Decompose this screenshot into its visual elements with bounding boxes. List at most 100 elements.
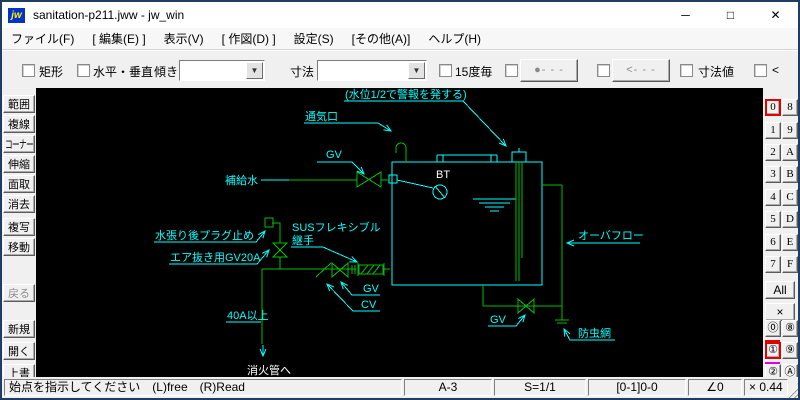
label-supply-water: 補給水 <box>225 173 258 187</box>
slope-label: 傾き <box>154 65 179 79</box>
layer-button-C[interactable]: C <box>782 189 798 206</box>
layer-button-B[interactable]: B <box>782 166 798 183</box>
plug <box>264 217 274 228</box>
gate-valve-outlet <box>331 261 349 279</box>
menu-file[interactable]: ファイル(F) <box>11 32 75 46</box>
status-zoom[interactable]: × 0.44 <box>744 379 788 396</box>
label-flex-joint-2: 継手 <box>292 233 314 247</box>
label-gv-supply: GV <box>326 149 343 161</box>
minimize-button[interactable]: ─ <box>681 8 690 22</box>
gate-valve-supply <box>356 171 382 188</box>
label-ball-tap: BT <box>436 169 450 181</box>
every15deg-label: 15度毎 <box>455 65 493 79</box>
label-cv: CV <box>361 299 377 311</box>
layer-button-2[interactable]: 2 <box>765 144 781 161</box>
dimension-label: 寸法 <box>290 65 315 79</box>
lt-label: < <box>772 63 780 77</box>
menu-settings[interactable]: 設定(S) <box>293 32 334 46</box>
layer-button-9[interactable]: 9 <box>782 122 798 139</box>
tool-new-button[interactable]: 新規 <box>3 320 35 338</box>
label-plug-note: 水張り後プラグ止め <box>155 228 254 242</box>
layer-button-D[interactable]: D <box>782 211 798 228</box>
label-gv-drain: GV <box>490 314 507 326</box>
status-paper-size[interactable]: A-3 <box>404 379 492 396</box>
layer-button-5[interactable]: 5 <box>765 211 781 228</box>
status-angle[interactable]: ∠0 <box>688 379 742 396</box>
rectangle-checkbox[interactable] <box>22 64 35 77</box>
option-toolbar: 矩形 水平・垂直 傾き ▼ 寸法 ▼ 15度毎 ●- - - <- - - 寸法… <box>2 50 798 88</box>
layer-button-0[interactable]: 0 <box>765 99 781 116</box>
arrow-line-button[interactable]: <- - - <box>612 59 670 82</box>
group-button-0[interactable]: ⓪ <box>765 320 781 337</box>
group-button-2[interactable]: ② <box>765 364 781 381</box>
group-button-1[interactable]: ① <box>765 342 781 359</box>
dot-line-button[interactable]: ●- - - <box>520 59 578 82</box>
tool-move-button[interactable]: 移動 <box>3 238 35 256</box>
dimension-dropdown[interactable]: ▼ <box>317 60 427 81</box>
every15deg-checkbox[interactable] <box>439 64 452 77</box>
level-electrodes <box>515 162 523 281</box>
layer-button-3[interactable]: 3 <box>765 166 781 183</box>
tool-erase-button[interactable]: 消去 <box>3 195 35 213</box>
dimvalue-checkbox[interactable] <box>680 64 693 77</box>
window-title: sanitation-p211.jww - jw_win <box>33 8 185 22</box>
water-tank-outline <box>388 148 543 286</box>
arrow-line-checkbox[interactable] <box>597 64 610 77</box>
layer-all-button[interactable]: All <box>765 281 795 299</box>
dimvalue-label: 寸法値 <box>698 65 735 79</box>
tool-stretch-button[interactable]: 伸縮 <box>3 155 35 173</box>
menu-view[interactable]: 表示(V) <box>163 32 204 46</box>
resize-grip[interactable] <box>787 383 798 398</box>
layer-button-6[interactable]: 6 <box>765 234 781 251</box>
ball-tap-float <box>432 184 448 200</box>
layer-button-F[interactable]: F <box>782 256 798 273</box>
label-flex-joint-1: SUSフレキシブル <box>292 220 381 234</box>
drain-pipe <box>482 285 562 307</box>
alarm-box <box>511 151 527 163</box>
check-valve <box>315 262 332 278</box>
status-message: 始点を指示してください (L)free (R)Read <box>4 379 402 396</box>
chevron-down-icon[interactable]: ▼ <box>246 62 263 79</box>
menu-other[interactable]: [その他(A)] <box>351 32 411 46</box>
tool-undo-button[interactable]: 戻る <box>3 284 35 302</box>
tool-copy-button[interactable]: 複写 <box>3 218 35 236</box>
gate-valve-drain <box>517 297 535 315</box>
close-button[interactable]: ✕ <box>770 8 781 22</box>
menu-edit[interactable]: [ 編集(E) ] <box>92 32 146 46</box>
tool-open-button[interactable]: 開く <box>3 342 35 360</box>
label-pipe-size: 40A以上 <box>227 309 269 322</box>
layer-button-7[interactable]: 7 <box>765 256 781 273</box>
layer-none-button[interactable]: × <box>765 303 795 321</box>
slope-dropdown[interactable]: ▼ <box>179 60 265 81</box>
rectangle-label: 矩形 <box>39 65 64 79</box>
group-button-9[interactable]: ⑨ <box>782 342 798 359</box>
tool-chamfer-button[interactable]: 面取 <box>3 175 35 193</box>
lt-checkbox[interactable] <box>754 64 767 77</box>
dot-line-checkbox[interactable] <box>505 64 518 77</box>
chevron-down-icon[interactable]: ▼ <box>408 62 425 79</box>
cad-canvas[interactable]: (水位1/2で警報を発する) 通気口 GV 補給水 BT SUSフレキシブル 継… <box>36 88 763 377</box>
layer-button-8[interactable]: 8 <box>782 99 798 116</box>
layer-button-A[interactable]: A <box>782 144 798 161</box>
tool-corner-button[interactable]: コーナー <box>3 135 35 153</box>
status-scale[interactable]: S=1/1 <box>494 379 586 396</box>
tool-parallel-button[interactable]: 複線 <box>3 115 35 133</box>
menu-help[interactable]: ヘルプ(H) <box>428 32 482 46</box>
status-layer[interactable]: [0-1]0-0 <box>588 379 686 396</box>
layer-button-4[interactable]: 4 <box>765 189 781 206</box>
group-marker-magenta <box>765 362 780 364</box>
horizvert-checkbox[interactable] <box>77 64 90 77</box>
flexible-joint <box>358 264 384 275</box>
manhole <box>436 154 498 162</box>
title-bar: jw sanitation-p211.jww - jw_win ─ □ ✕ <box>2 2 798 28</box>
maximize-button[interactable]: □ <box>726 8 735 22</box>
menu-bar: ファイル(F) [ 編集(E) ] 表示(V) [ 作図(D) ] 設定(S) … <box>2 28 798 50</box>
horizvert-label: 水平・垂直 <box>93 65 154 79</box>
layer-button-E[interactable]: E <box>782 234 798 251</box>
layer-button-1[interactable]: 1 <box>765 122 781 139</box>
group-button-8[interactable]: ⑧ <box>782 320 798 337</box>
label-air-vent: エア抜き用GV20A <box>170 250 261 264</box>
menu-draw[interactable]: [ 作図(D) ] <box>221 32 276 46</box>
tool-range-button[interactable]: 範囲 <box>3 95 35 113</box>
